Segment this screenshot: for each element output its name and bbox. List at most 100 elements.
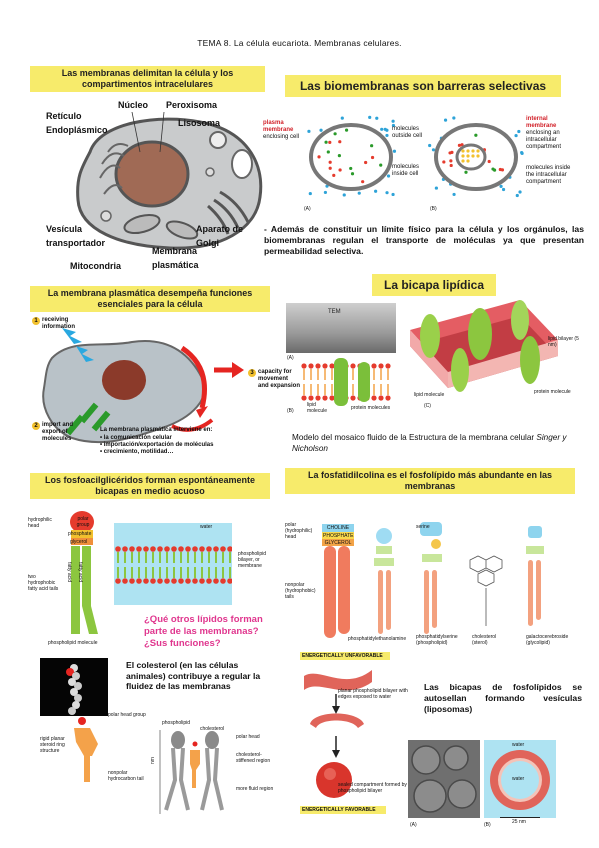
molecule-dot xyxy=(452,192,456,197)
label-planar-bilayer: planar phospholipid bilayer with edges e… xyxy=(338,688,408,700)
lipid-head xyxy=(308,363,314,369)
label-molecules-outside: molecules outside cell xyxy=(392,126,423,139)
bilayer-head xyxy=(115,546,121,552)
molecule-dot xyxy=(501,187,506,192)
bilayer-head xyxy=(150,546,156,552)
molecule-dot xyxy=(442,160,446,164)
section-title-phosphoacylglycerides: Los fosfoacilglicéridos forman espontáne… xyxy=(30,473,270,499)
lipid-head xyxy=(350,395,356,401)
compartment-molecule xyxy=(466,149,470,153)
lipid-head xyxy=(329,395,335,401)
bilayer-head xyxy=(143,578,149,584)
label-sealed-compartment: sealed compartment formed by phospholipi… xyxy=(338,782,407,794)
lipid-head xyxy=(329,363,335,369)
barrier-diagram-a xyxy=(300,112,402,202)
label-nonpolar-tails: nonpolar (hydrophobic) tails xyxy=(285,582,316,600)
scale-bar xyxy=(500,817,540,818)
bilayer-head xyxy=(185,546,191,552)
label-choline: CHOLINE xyxy=(326,525,350,531)
molecule-dot xyxy=(374,189,378,193)
bilayer-head xyxy=(150,578,156,584)
vesicle-formation-diagram xyxy=(300,664,376,808)
bilayer-head xyxy=(206,578,212,584)
barrier-diagram-b xyxy=(425,112,527,202)
label-nm-axis: nm xyxy=(150,757,156,764)
lipid-head xyxy=(371,363,377,369)
bilayer-water-panel xyxy=(114,523,232,605)
compartment-molecule xyxy=(466,159,470,163)
bilayer-head xyxy=(227,546,232,552)
bilayer-head xyxy=(171,578,177,584)
molecule-dot xyxy=(361,180,365,184)
label-lisosoma: Lisosoma xyxy=(178,118,221,128)
lipid-head xyxy=(315,395,321,401)
molecule-dot xyxy=(385,128,389,132)
molecule-dot xyxy=(328,160,332,164)
panel-a-label: (A) xyxy=(304,206,311,212)
label-energetically-favorable: ENERGETICALLY FAVORABLE xyxy=(300,806,386,814)
label-phosphate-pc: PHOSPHATE xyxy=(323,533,354,539)
label-receiving-information: receiving information xyxy=(42,317,75,330)
bilayer-head xyxy=(164,578,170,584)
label-polar-head: polar (hydrophilic) head xyxy=(285,522,313,540)
label-fluid-region: more fluid region xyxy=(236,786,274,792)
liposome-panel-b: (B) xyxy=(484,822,491,828)
molecule-dot xyxy=(338,168,342,172)
barrier-description: - Además de constituir un límite físico … xyxy=(264,224,584,256)
molecule-dot xyxy=(307,129,311,133)
section-title-barriers: Las biomembranas son barreras selectivas xyxy=(285,75,561,97)
section-title-membranes: Las membranas delimitan la célula y los … xyxy=(30,66,265,92)
label-nucleo: Núcleo xyxy=(118,100,149,110)
compartment-molecule xyxy=(471,149,475,153)
step-2-badge: 2 xyxy=(32,422,40,430)
molecule-dot xyxy=(431,148,436,152)
lipid-head xyxy=(301,363,307,369)
molecule-dot xyxy=(434,186,438,190)
lipid-head xyxy=(378,395,384,401)
molecule-dot xyxy=(391,192,395,197)
bilayer-panel-a: (A) xyxy=(287,355,294,361)
bilayer-head xyxy=(136,578,142,584)
step-3-badge: 3 xyxy=(248,369,256,377)
label-peroxisoma: Peroxisoma xyxy=(166,100,218,110)
molecule-dot xyxy=(338,140,342,144)
lipid-head xyxy=(308,395,314,401)
label-phospholipid-bilayer: phospholipid bilayer, or membrane xyxy=(238,551,267,569)
label-protein-molecule: protein molecule xyxy=(534,389,571,395)
molecule-dot xyxy=(386,174,391,178)
section-title-bilayer: La bicapa lipídica xyxy=(372,274,496,296)
molecule-dot xyxy=(487,159,491,164)
bilayer-head xyxy=(185,578,191,584)
label-polar-group: polar group xyxy=(76,516,90,528)
bilayer-head xyxy=(164,546,170,552)
caption-authors: Singer y Nicholson xyxy=(292,433,567,453)
molecule-dot xyxy=(499,184,503,188)
label-aparato: Aparato de Golgi xyxy=(196,224,244,248)
eukaryotic-cell-diagram xyxy=(70,112,270,252)
compartment-molecule xyxy=(471,154,475,158)
bilayer-head xyxy=(178,578,184,584)
molecule-dot xyxy=(328,166,332,170)
label-import-export: import and export of molecules xyxy=(42,422,73,442)
functions-intro: La membrana plasmática interviene en: xyxy=(100,427,213,433)
label-phosphatidylethanolamine: phosphatidylethanolamine xyxy=(348,636,407,642)
molecule-dot xyxy=(518,190,522,194)
label-energetically-unfavorable: ENERGETICALLY UNFAVORABLE xyxy=(300,652,390,660)
molecule-dot xyxy=(385,133,389,138)
molecule-dot xyxy=(332,173,336,177)
lipid-head xyxy=(385,395,391,401)
molecule-dot xyxy=(368,115,372,119)
molecule-dot xyxy=(514,133,518,138)
label-rigid-steroid: rigid planar steroid ring structure xyxy=(40,736,65,754)
molecule-dot xyxy=(449,163,453,168)
functions-diagram xyxy=(32,318,272,468)
label-lipid-molecule-c: lipid molecule xyxy=(414,392,445,398)
bilayer-head xyxy=(129,578,135,584)
bilayer-head xyxy=(178,546,184,552)
label-enclosing-compartment: enclosing an intracellular compartment xyxy=(526,130,562,150)
label-cholesterol: cholesterol xyxy=(200,726,225,732)
bilayer-head xyxy=(136,546,142,552)
molecule-dot xyxy=(324,140,328,144)
label-polar-head-group: polar head group xyxy=(108,712,146,718)
molecule-dot xyxy=(375,116,379,120)
